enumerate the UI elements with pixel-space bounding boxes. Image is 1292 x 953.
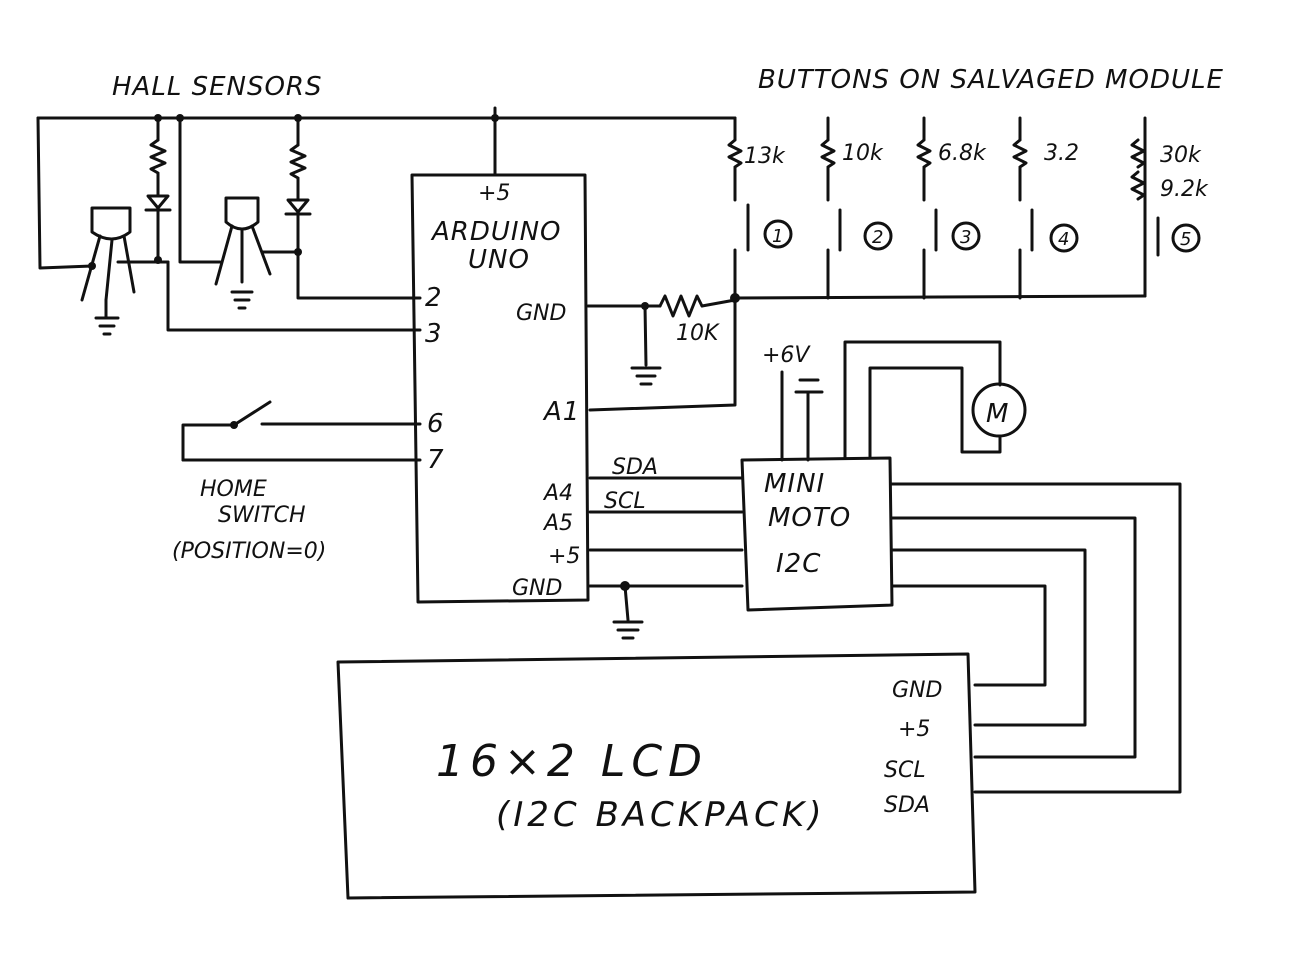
home-switch: HOME SWITCH (POSITION=0) (172, 400, 422, 564)
pin-gnd-bottom-label: GND (512, 576, 562, 601)
button-4-number: 4 (1058, 229, 1069, 250)
lcd-title: 16×2 LCD (436, 736, 708, 787)
resistor-10k-label: 10K (676, 321, 720, 346)
lcd-gnd-label: GND (892, 678, 942, 703)
button-3-resistor: 6.8k (938, 141, 987, 166)
button-5-resistor: 30k (1160, 143, 1202, 168)
buttons-module: 13k 10k 6.8k 3.2 30k 9.2k 1 2 3 4 5 (727, 116, 1209, 300)
scl-label: SCL (604, 489, 646, 514)
pin-a5-label: A5 (542, 511, 573, 536)
button-2-number: 2 (872, 227, 883, 248)
pin-3-label: 3 (425, 319, 443, 349)
motor-label: M (986, 399, 1009, 429)
arduino-name: ARDUINO (430, 217, 561, 247)
home-switch-label-2: SWITCH (218, 503, 306, 528)
button-5-number: 5 (1180, 229, 1191, 250)
lcd-plus5-label: +5 (898, 717, 930, 742)
pin-2-label: 2 (425, 283, 443, 313)
button-2-resistor: 10k (842, 141, 884, 166)
lcd-subtitle: (I2C BACKPACK) (496, 795, 825, 835)
motor-driver-label-1: MINI (764, 469, 825, 499)
buttons-title: BUTTONS ON SALVAGED MODULE (758, 65, 1224, 95)
button-5-resistor-2: 9.2k (1160, 177, 1209, 202)
pin-6-label: 6 (427, 409, 445, 439)
arduino-uno: +5 ARDUINO UNO 2 3 6 7 GND A1 A4 A5 +5 G… (410, 173, 590, 604)
button-divider-circuit: 10K (586, 293, 740, 412)
motor-driver: MINI MOTO I2C SDA SCL +6V M (588, 340, 1182, 794)
motor-driver-label-2: MOTO (768, 503, 851, 533)
hall-sensors-title: HALL SENSORS (112, 72, 323, 102)
button-4-resistor: 3.2 (1044, 141, 1079, 166)
plus6v-label: +6V (762, 343, 811, 368)
hall-sensor-circuit (36, 106, 737, 336)
pin-a4-label: A4 (542, 481, 573, 506)
pin-gnd-top-label: GND (516, 301, 566, 326)
home-switch-label-1: HOME (200, 477, 267, 502)
arduino-plus5-label: +5 (478, 181, 510, 206)
button-1-number: 1 (772, 226, 783, 247)
lcd-sda-label: SDA (884, 793, 930, 818)
home-switch-label-3: (POSITION=0) (172, 539, 326, 564)
button-3-number: 3 (960, 227, 971, 248)
button-1-resistor: 13k (744, 144, 786, 169)
pin-plus5-bottom-label: +5 (548, 544, 580, 569)
arduino-model: UNO (468, 245, 530, 275)
lcd-module: 16×2 LCD (I2C BACKPACK) GND +5 SCL SDA (336, 652, 977, 900)
pin-a1-label: A1 (542, 397, 580, 427)
motor-driver-label-3: I2C (776, 549, 821, 579)
sda-label: SDA (612, 455, 658, 480)
lcd-scl-label: SCL (884, 758, 926, 783)
pin-7-label: 7 (427, 445, 445, 475)
